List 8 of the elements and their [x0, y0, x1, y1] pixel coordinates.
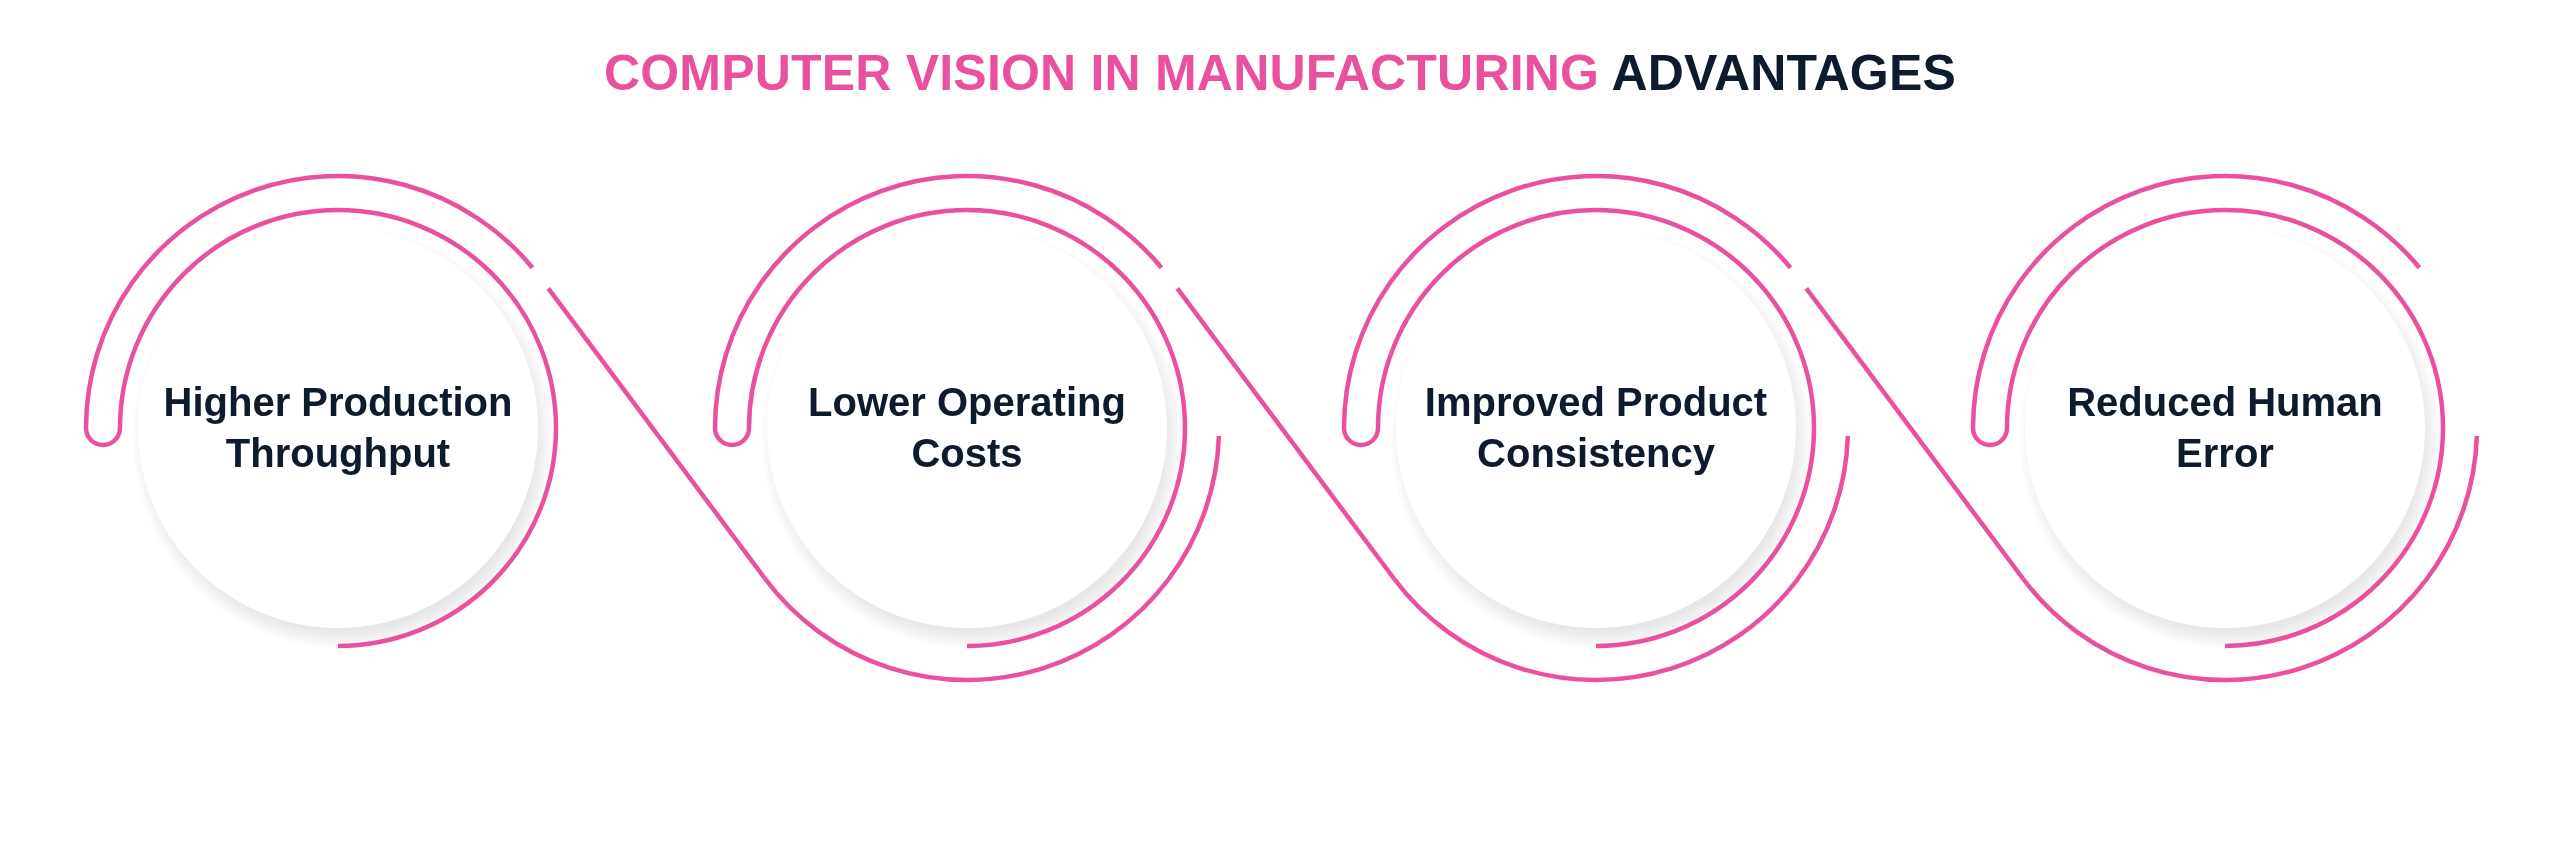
connector-line — [1175, 287, 1396, 581]
node-label: Improved Product Consistency — [1423, 379, 1769, 477]
connector-line — [546, 287, 767, 581]
node-label: Higher Production Throughput — [162, 379, 514, 477]
node-label: Reduced Human Error — [2066, 379, 2384, 477]
title: COMPUTER VISION IN MANUFACTURING ADVANTAGES — [603, 44, 1957, 103]
node-label: Lower Operating Costs — [807, 379, 1127, 477]
connector-line — [1804, 287, 2025, 581]
